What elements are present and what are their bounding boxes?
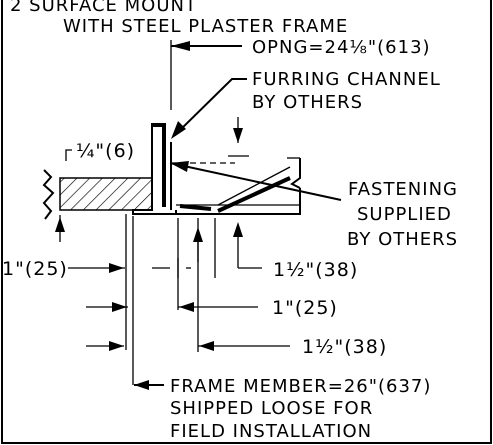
svg-text:FASTENING: FASTENING (348, 179, 458, 200)
svg-text:FRAME MEMBER=26"(637): FRAME MEMBER=26"(637) (170, 376, 431, 397)
svg-text:FIELD INSTALLATION: FIELD INSTALLATION (170, 421, 372, 442)
furring-channel-callout: FURRING CHANNEL BY OTHERS (171, 69, 441, 139)
plaster-wall-section (42, 169, 153, 220)
svg-text:BY OTHERS: BY OTHERS (252, 92, 363, 113)
frame-member-callout: FRAME MEMBER=26"(637) SHIPPED LOOSE FOR … (134, 376, 431, 442)
wall-break-line (42, 169, 55, 220)
svg-text:FURRING CHANNEL: FURRING CHANNEL (252, 69, 441, 90)
steel-plaster-frame (132, 123, 176, 215)
svg-text:OPNG=24⅛"(613): OPNG=24⅛"(613) (252, 37, 431, 58)
svg-text:1"(25): 1"(25) (2, 258, 68, 280)
opening-callout: OPNG=24⅛"(613) (170, 37, 431, 110)
detail-title: 2 SURFACE MOUNT (10, 0, 197, 16)
extension-lines (125, 214, 216, 385)
svg-text:1"(25): 1"(25) (272, 297, 338, 319)
one-inch-mid-dimension: 1"(25) (86, 297, 338, 319)
quarter-inch-dimension: ¼"(6) (65, 117, 249, 162)
svg-text:1½"(38): 1½"(38) (302, 336, 387, 358)
svg-text:1½"(38): 1½"(38) (273, 259, 358, 281)
svg-text:¼"(6): ¼"(6) (76, 140, 135, 162)
svg-text:BY OTHERS: BY OTHERS (347, 229, 458, 250)
svg-text:SUPPLIED: SUPPLIED (357, 204, 452, 225)
wall-hatch (59, 177, 153, 211)
detail-subtitle: WITH STEEL PLASTER FRAME (63, 16, 348, 37)
one-half-right-dimension: 1½"(38) (152, 222, 358, 281)
svg-text:SHIPPED LOOSE FOR: SHIPPED LOOSE FOR (170, 398, 373, 419)
fastening-callout: FASTENING SUPPLIED BY OTHERS (169, 161, 458, 250)
one-half-bottom-dimension: 1½"(38) (86, 336, 387, 358)
one-inch-left-dimension: 1"(25) (2, 215, 125, 280)
fixture-housing (170, 142, 301, 215)
